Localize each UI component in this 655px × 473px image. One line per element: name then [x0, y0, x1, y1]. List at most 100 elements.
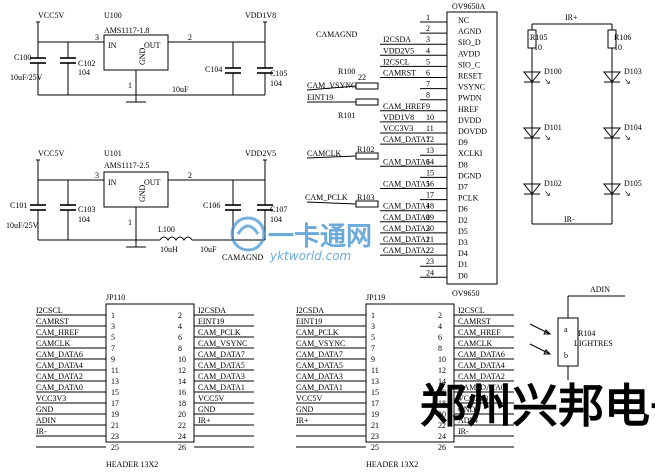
camera-ref-bottom: OV9650 — [452, 289, 480, 298]
header-body — [365, 303, 455, 443]
header-left-net: VCC5V — [296, 394, 322, 403]
adin-net: ADIN — [590, 285, 610, 294]
header-left-pin: 25 — [371, 443, 379, 452]
camera-pin-num: 4 — [426, 46, 430, 55]
header-right-pin: 2 — [178, 311, 182, 320]
regulator-u100: VCC5V C100 10uF/25V C102 104 3 U100 AMS1… — [10, 11, 287, 103]
ir-led-array: IR+ R105 10 R106 10 IR- D100↘D101↘D102↘D… — [522, 13, 642, 225]
header-footer: HEADER 13X2 — [366, 460, 418, 469]
camera-pin-num: 14 — [426, 157, 434, 166]
eint-net: EINT19 — [307, 93, 333, 102]
header-right-net: GND — [198, 405, 216, 414]
r101-ref: R101 — [338, 111, 355, 120]
header-left-pin: 21 — [371, 421, 379, 430]
header-right-net: I2CSCL — [458, 306, 485, 315]
r104-ref: R104 — [578, 329, 595, 338]
header-left-pin: 13 — [371, 377, 379, 386]
u101-out-label: OUT — [144, 178, 161, 187]
header-left-pin: 13 — [111, 377, 119, 386]
header-left-pin: 9 — [111, 355, 115, 364]
u101-part: AMS1117-2.5 — [104, 161, 149, 170]
camera-pin-net: CAM_DATA5 — [383, 180, 430, 189]
led-ir-mark: ↘ — [624, 77, 631, 86]
camera-pin-net: CAMRST — [383, 69, 416, 78]
u100-pin-out: 2 — [188, 33, 192, 42]
header-left-pin: 1 — [111, 311, 115, 320]
camera-pin-name: HREF — [458, 105, 479, 114]
camera-pin-name: DGND — [458, 171, 481, 180]
camera-pin-name: SIO_C — [458, 60, 480, 69]
header-right-net: CAM_DATA2 — [458, 372, 505, 381]
header-right-pin: 20 — [178, 410, 186, 419]
camera-pin-num: 18 — [426, 202, 434, 211]
led-ir-mark: ↘ — [624, 133, 631, 142]
header-right-pin: 4 — [438, 322, 442, 331]
header-left-pin: 15 — [111, 388, 119, 397]
led-ref: D102 — [544, 179, 562, 188]
header-left-net: CAM_PCLK — [296, 328, 339, 337]
header-left-net: CAM_DATA6 — [36, 350, 83, 359]
header-right-net: CAM_DATA3 — [198, 372, 245, 381]
c107-ref: C107 — [270, 205, 287, 214]
camera-pin-name: VSYNC — [458, 83, 485, 92]
camera-pin-num: 7 — [426, 80, 430, 89]
header-left-net: CAMRST — [36, 317, 69, 326]
camera-pin-num: 1 — [426, 13, 430, 22]
header-right-pin: 24 — [178, 432, 186, 441]
camera-pin-net: VCC3V3 — [383, 124, 413, 133]
header-left-net: I2CSDA — [296, 306, 324, 315]
header-right-pin: 6 — [438, 333, 442, 342]
camera-pin-num: 22 — [426, 246, 434, 255]
header-right-net: IR- — [458, 427, 469, 436]
c103-val: 104 — [78, 215, 90, 224]
camera-pin-net: I2CSCL — [383, 57, 410, 66]
led-ref: D100 — [544, 67, 562, 76]
camera-pin-name: D1 — [458, 260, 468, 269]
header-left-net: CAM_VSYNC — [296, 339, 345, 348]
header-body — [105, 303, 195, 443]
header-left-pin: 17 — [371, 399, 379, 408]
camera-pin-net: CAM_DATA6 — [383, 157, 430, 166]
ldr-pin-b: b — [564, 351, 568, 360]
header-right-pin: 24 — [438, 432, 446, 441]
u100-pin-in: 3 — [95, 33, 99, 42]
watermark-url: yktworld.com — [269, 249, 351, 263]
header-right-pin: 12 — [438, 366, 446, 375]
header-right-net: I2CSDA — [198, 306, 226, 315]
header-right-pin: 4 — [178, 322, 182, 331]
led-diode — [602, 183, 622, 195]
u100-vin-net: VCC5V — [38, 11, 64, 20]
c103-ref: C103 — [78, 205, 95, 214]
camera-pin-name: AVDD — [458, 49, 480, 58]
camera-pin-name: D8 — [458, 160, 468, 169]
c102-ref: C102 — [78, 59, 95, 68]
camera-pin-net: CAM_DATA1 — [383, 235, 430, 244]
header-right-pin: 16 — [438, 388, 446, 397]
header-left-net: CAMCLK — [36, 339, 70, 348]
camera-pin-num: 3 — [426, 35, 430, 44]
camera-pin-num: 12 — [426, 135, 434, 144]
l100-ref: L100 — [158, 225, 175, 234]
u101-gnd-label: GND — [138, 184, 147, 202]
header-left-net: IR- — [36, 427, 47, 436]
r100-pin: 22 — [358, 73, 366, 82]
camera-pin-name: D7 — [458, 183, 468, 192]
c101-val: 10uF/25V — [6, 221, 39, 230]
led-ir-mark: ↘ — [624, 189, 631, 198]
camera-pin-name: SIO_D — [458, 38, 481, 47]
c102-val: 104 — [78, 68, 90, 77]
camera-pin-num: 10 — [426, 113, 434, 122]
camera-pin-name: D5 — [458, 227, 468, 236]
header-right-pin: 26 — [438, 443, 446, 452]
brand-text: 郑州兴邦电子 — [420, 379, 655, 433]
camera-pin-net: I2CSDA — [383, 35, 411, 44]
r104-val: LIGHTRES — [574, 339, 613, 348]
u101-ref: U101 — [104, 149, 122, 158]
header-right-pin: 22 — [438, 421, 446, 430]
camera-pin-num: 15 — [426, 168, 434, 177]
camera-pin-name: AGND — [458, 27, 481, 36]
header-right-net: ADIN — [458, 416, 478, 425]
